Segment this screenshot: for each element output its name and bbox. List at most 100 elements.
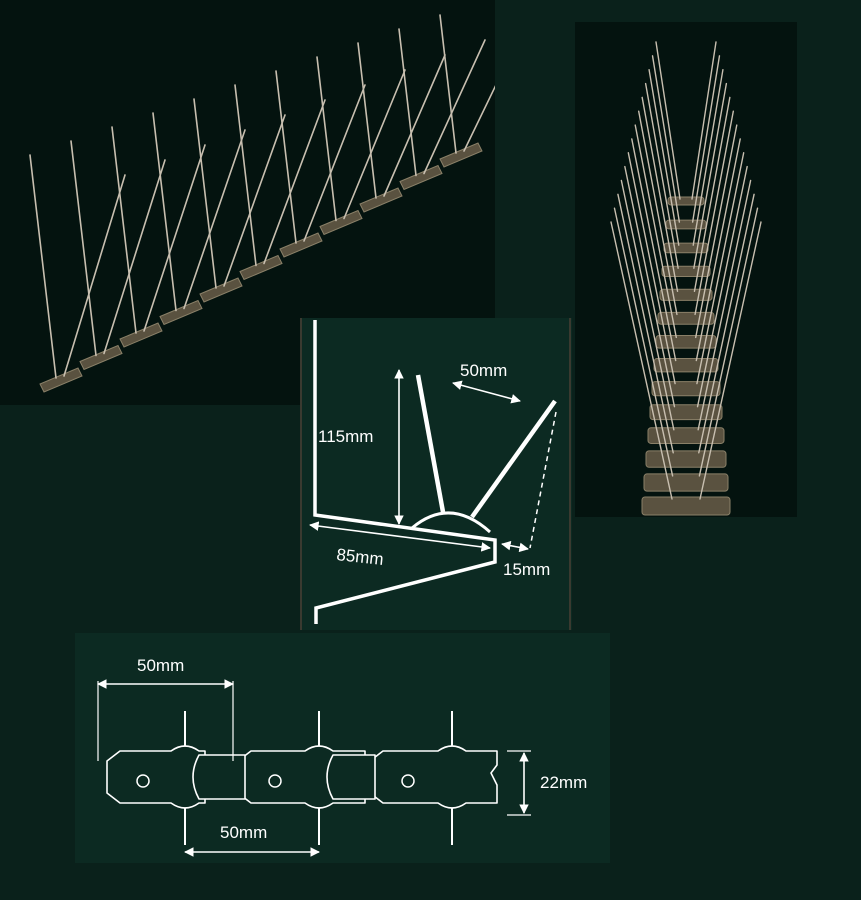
spike-wire: [70, 140, 97, 357]
spike-wire: [620, 179, 675, 431]
spike-wire: [692, 68, 724, 246]
base-profile-outline: [313, 320, 497, 624]
spike-base: [643, 473, 729, 492]
spike-wires: [29, 14, 495, 379]
mounting-holes: [136, 774, 415, 788]
spike-wire: [610, 221, 673, 500]
spike-wire: [263, 99, 326, 265]
spike-wire: [691, 55, 721, 223]
spike-base: [279, 232, 323, 258]
spike-wire: [29, 154, 57, 379]
spike-wires: [610, 41, 762, 500]
spike-base: [119, 322, 163, 348]
spacing-dimension-arrow: [452, 380, 521, 404]
spike-base: [39, 367, 83, 393]
spike-base: [653, 358, 719, 373]
spike-wire: [648, 68, 680, 246]
spike-wire: [693, 82, 728, 269]
cross-section-svg: 115mm 50mm 85mm 15mm: [300, 318, 571, 630]
spike-wire: [143, 144, 206, 332]
spike-bases: [39, 142, 483, 393]
spike-wire: [698, 207, 759, 477]
spike-wire: [644, 82, 679, 269]
spike-wire: [697, 179, 752, 431]
spike-wire: [651, 55, 681, 223]
spike-wire: [698, 193, 755, 454]
spike-wire: [624, 165, 676, 408]
spike-base: [647, 427, 725, 444]
spike-wire: [613, 207, 674, 477]
spike-wire: [693, 96, 731, 293]
spike-right: [470, 399, 557, 519]
spike-wire: [637, 110, 678, 316]
link-1: [192, 754, 246, 800]
depth-label: 85mm: [336, 545, 385, 569]
spike-wire: [655, 41, 681, 200]
spike-base: [651, 381, 721, 397]
spike-base: [667, 196, 705, 206]
spike-base: [439, 142, 483, 168]
strip-plan-drawing: 50mm 50mm 22mm: [75, 633, 610, 863]
spike-left: [415, 374, 446, 513]
spike-wire: [439, 14, 457, 154]
spike-wire: [383, 54, 446, 197]
spike-base: [649, 404, 723, 421]
spike-wire: [398, 28, 417, 177]
spike-base: [665, 219, 707, 230]
spike-wire: [303, 84, 366, 242]
spike-wire: [641, 96, 679, 293]
spike-wire: [423, 39, 486, 175]
spike-base: [319, 209, 363, 236]
spike-wire: [699, 221, 762, 500]
depth-dimension-arrow: [309, 521, 491, 552]
spike-base: [359, 187, 403, 213]
offset-dimension-arrow: [501, 540, 529, 553]
width-label: 22mm: [540, 773, 587, 792]
spike-wire: [63, 174, 126, 377]
spike-wire: [316, 56, 337, 222]
spike-base: [239, 254, 283, 281]
offset-label: 15mm: [503, 560, 550, 579]
spike-wire: [627, 152, 676, 385]
spike-wire: [275, 70, 297, 244]
spike-base: [79, 344, 123, 371]
spike-base: [159, 299, 203, 326]
spike-wire: [634, 124, 678, 339]
spike-wire: [152, 112, 177, 312]
spike-base: [641, 496, 731, 516]
spike-wire: [343, 69, 406, 220]
spike-wire: [223, 114, 286, 287]
spike-wire: [357, 42, 377, 199]
spike-wire: [696, 165, 748, 408]
spike-wire: [103, 159, 166, 355]
base-segment-1: [106, 745, 206, 809]
spike-wire: [111, 126, 137, 334]
spike-base: [399, 164, 443, 191]
spike-wire: [691, 41, 717, 200]
spike-bases: [641, 196, 731, 516]
spike-strip-angled-illustration: [29, 14, 495, 393]
spike-wire: [234, 84, 257, 267]
spike-wire: [631, 138, 677, 362]
base-segment-3: [369, 745, 498, 809]
cross-section-drawing: 115mm 50mm 85mm 15mm: [300, 318, 572, 630]
spike-wire: [696, 152, 745, 385]
spike-strip-front-photo: [575, 22, 797, 517]
spike-wire: [694, 110, 735, 316]
spike-wire: [193, 98, 217, 289]
link-2: [326, 754, 376, 800]
spike-strip-front-illustration: [610, 41, 762, 516]
spike-wire: [183, 129, 246, 310]
spike-wire: [463, 85, 495, 152]
base-segments: [106, 745, 498, 809]
spike-wire: [695, 138, 741, 362]
spike-strip-angled-photo: [0, 0, 495, 405]
spike-wire: [694, 124, 738, 339]
strip-plan-svg: 50mm 50mm 22mm: [97, 656, 587, 857]
top-pitch-label: 50mm: [137, 656, 184, 675]
spike-base: [645, 450, 727, 468]
spike-base: [199, 277, 243, 303]
height-label: 115mm: [318, 427, 373, 446]
spike-wire: [617, 193, 674, 454]
spacing-label: 50mm: [460, 361, 507, 380]
